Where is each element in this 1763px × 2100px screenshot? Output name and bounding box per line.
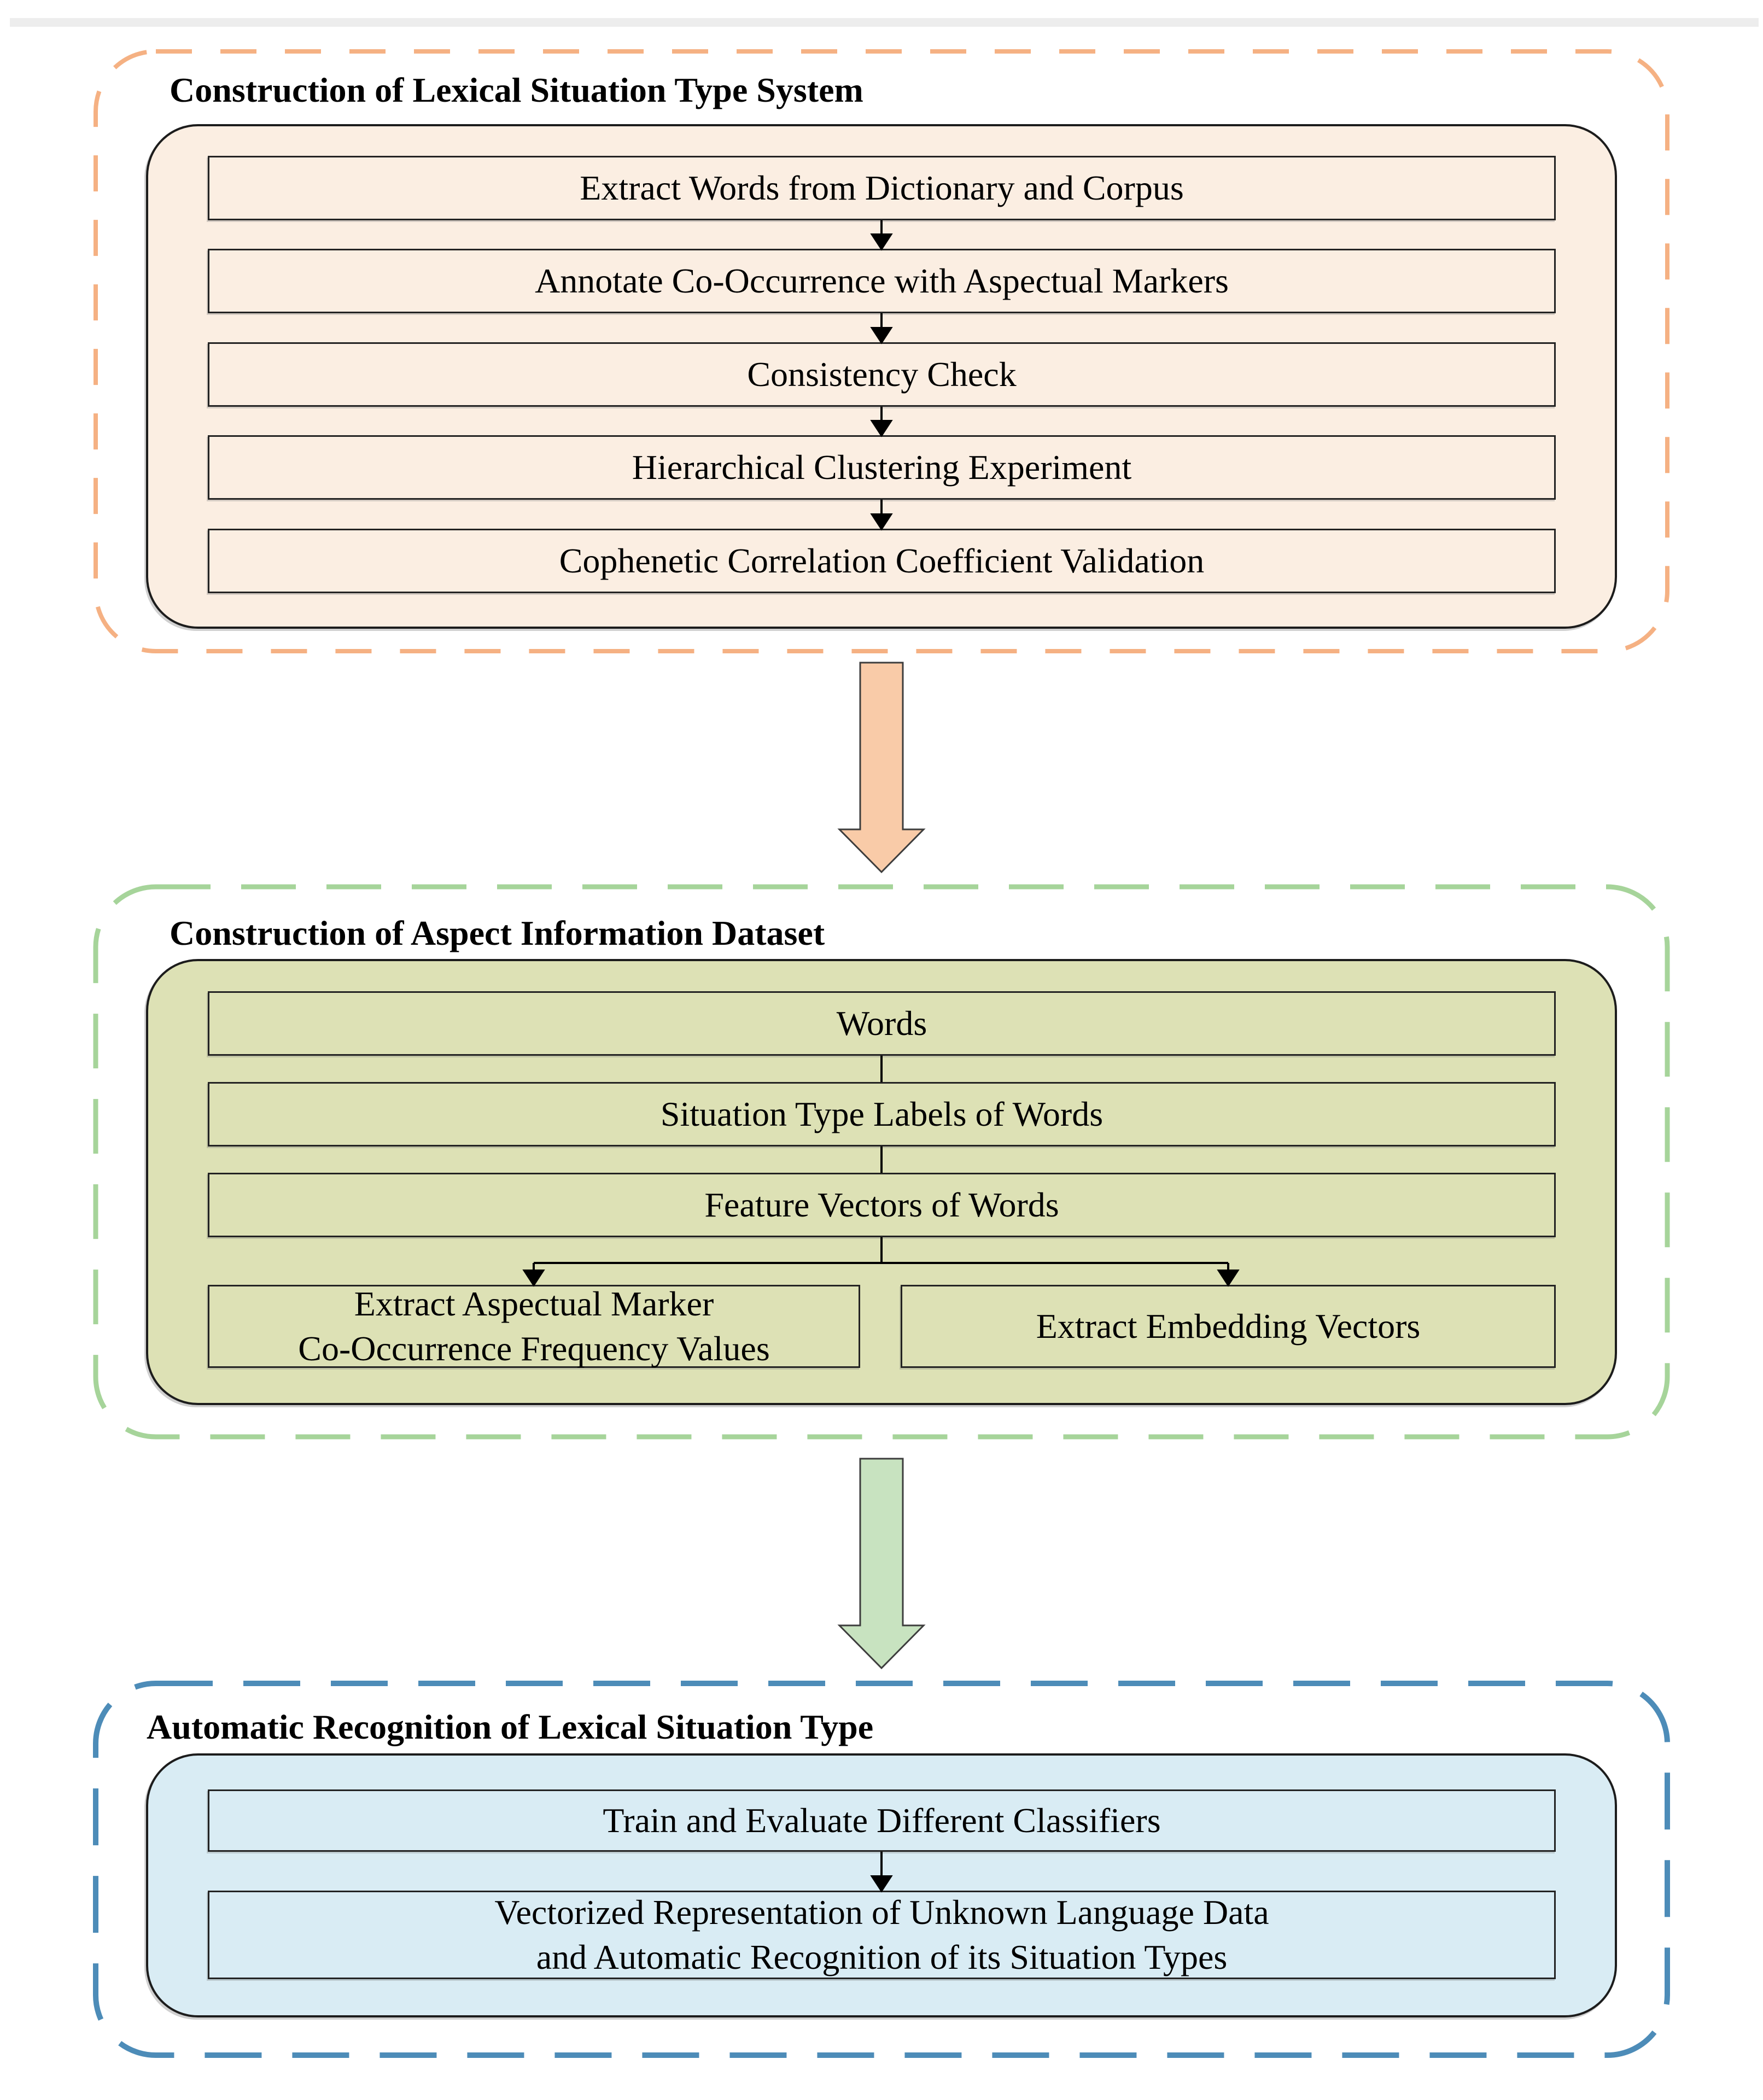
step-box: Consistency Check — [208, 342, 1556, 407]
step-box: Hierarchical Clustering Experiment — [208, 435, 1556, 500]
data-box: Situation Type Labels of Words — [208, 1082, 1556, 1146]
data-label: Situation Type Labels of Words — [660, 1095, 1104, 1133]
branch-box-embedding: Extract Embedding Vectors — [901, 1285, 1556, 1368]
recognition-box: Vectorized Representation of Unknown Lan… — [208, 1891, 1556, 1979]
branch-label-line: Co-Occurrence Frequency Values — [298, 1329, 770, 1368]
classifier-box: Train and Evaluate Different Classifiers — [208, 1789, 1556, 1852]
step-box: Extract Words from Dictionary and Corpus — [208, 156, 1556, 220]
step-box: Cophenetic Correlation Coefficient Valid… — [208, 529, 1556, 593]
recognition-label-line: and Automatic Recognition of its Situati… — [536, 1938, 1228, 1976]
step-box: Annotate Co-Occurrence with Aspectual Ma… — [208, 249, 1556, 313]
classifier-label: Train and Evaluate Different Classifiers — [603, 1801, 1161, 1840]
data-box: Words — [208, 991, 1556, 1056]
data-box: Feature Vectors of Words — [208, 1173, 1556, 1237]
branch-label-line: Extract Aspectual Marker — [354, 1284, 714, 1323]
section2-title: Construction of Aspect Information Datas… — [170, 914, 825, 952]
step-label: Extract Words from Dictionary and Corpus — [580, 168, 1184, 207]
data-label: Feature Vectors of Words — [704, 1185, 1059, 1224]
step-label: Hierarchical Clustering Experiment — [632, 448, 1132, 487]
big-arrow-green-icon — [837, 1458, 926, 1670]
recognition-label-line: Vectorized Representation of Unknown Lan… — [494, 1893, 1269, 1932]
step-label: Annotate Co-Occurrence with Aspectual Ma… — [535, 261, 1229, 300]
step-label: Consistency Check — [747, 355, 1017, 394]
branch-box-frequency: Extract Aspectual Marker Co-Occurrence F… — [208, 1284, 860, 1368]
step-label: Cophenetic Correlation Coefficient Valid… — [559, 541, 1205, 580]
section1-title: Construction of Lexical Situation Type S… — [170, 71, 863, 109]
section3-title: Automatic Recognition of Lexical Situati… — [147, 1707, 874, 1746]
big-arrow-orange-icon — [837, 662, 926, 874]
data-label: Words — [836, 1004, 927, 1043]
page-top-strip — [10, 18, 1759, 27]
branch-label-line: Extract Embedding Vectors — [1036, 1307, 1421, 1346]
